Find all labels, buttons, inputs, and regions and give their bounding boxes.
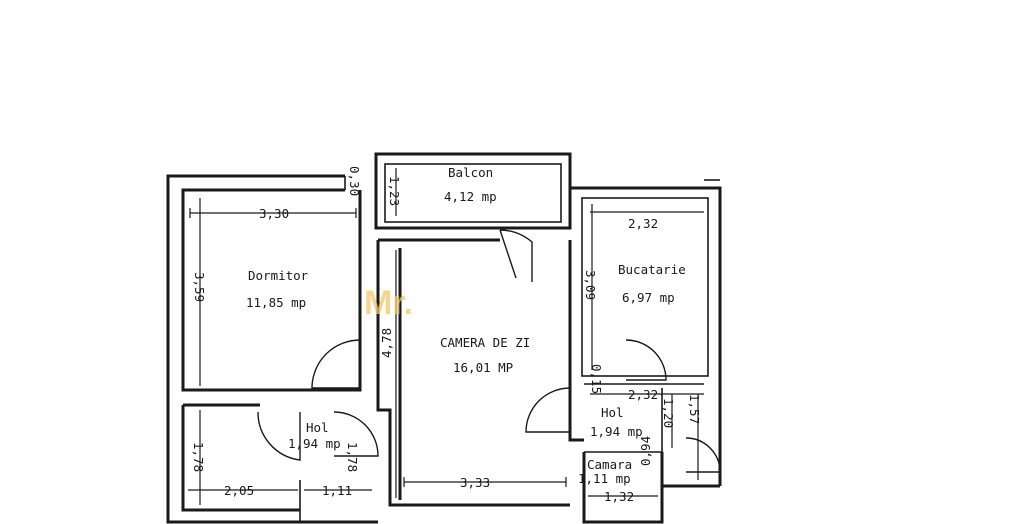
dim-label-178-left: 1,78 [191,442,206,472]
dim-label-120: 1,20 [661,398,676,428]
room-name-balcon: Balcon [448,165,493,180]
dim-label-232-mid: 2,32 [628,387,658,402]
dim-label-359: 3,59 [192,272,207,302]
door-camera [525,387,571,433]
room-area-balcon: 4,12 mp [444,189,497,204]
dim-label-333: 3,33 [460,475,490,490]
room-name-hol-right: Hol [601,405,624,420]
dim-label-123: 1,23 [387,176,402,206]
dim-label-478: 4,78 [379,328,394,358]
room-area-bucatarie: 6,97 mp [622,290,675,305]
dimension-labels: 3,30 3,59 0,30 1,23 4,78 2,32 3,09 0,15 … [191,166,702,504]
door-entrance [685,437,721,473]
room-area-dormitor: 11,85 mp [246,295,306,310]
dim-label-309: 3,09 [583,270,598,300]
dim-label-232-top: 2,32 [628,216,658,231]
dim-label-205: 2,05 [224,483,254,498]
dim-label-157: 1,57 [687,394,702,424]
door-bucatarie [625,339,667,381]
dim-label-111: 1,11 [322,483,352,498]
watermark-logo: Mr. [364,284,413,322]
door-hol-left [257,411,301,461]
outer-wall-left [166,174,378,524]
walls [166,152,722,524]
room-name-dormitor: Dormitor [248,268,309,283]
room-area-camera: 16,01 MP [453,360,513,375]
room-area-hol-left: 1,94 mp [288,436,341,451]
room-area-camara: 1,11 mp [578,471,631,486]
hol-left-walls [181,405,300,512]
dim-label-030: 0,30 [347,166,362,196]
dim-label-330: 3,30 [259,206,289,221]
room-labels: Balcon 4,12 mp Dormitor 11,85 mp CAMERA … [246,165,686,486]
door-balcon [499,229,533,282]
room-area-hol-right: 1,94 mp [590,424,643,439]
dim-label-094: 0,94 [638,436,653,466]
camera-walls [376,240,570,507]
door-hol-mid [333,411,379,457]
room-name-camera: CAMERA DE ZI [440,335,530,350]
dimension-lines [188,168,704,505]
doors [257,229,721,473]
room-name-bucatarie: Bucatarie [618,262,686,277]
room-name-hol-left: Hol [306,420,329,435]
room-name-camara: Camara [587,457,632,472]
dim-label-015: 0,15 [589,364,604,394]
balcon-frame [374,152,572,230]
bucatarie-inner [581,197,709,377]
bucatarie-outer [570,186,722,486]
dim-label-132: 1,32 [604,489,634,504]
hol-right-walls [568,390,584,442]
door-dormitor [311,339,361,389]
balcon-inner [384,163,562,223]
dim-label-178-mid: 1,78 [345,442,360,472]
